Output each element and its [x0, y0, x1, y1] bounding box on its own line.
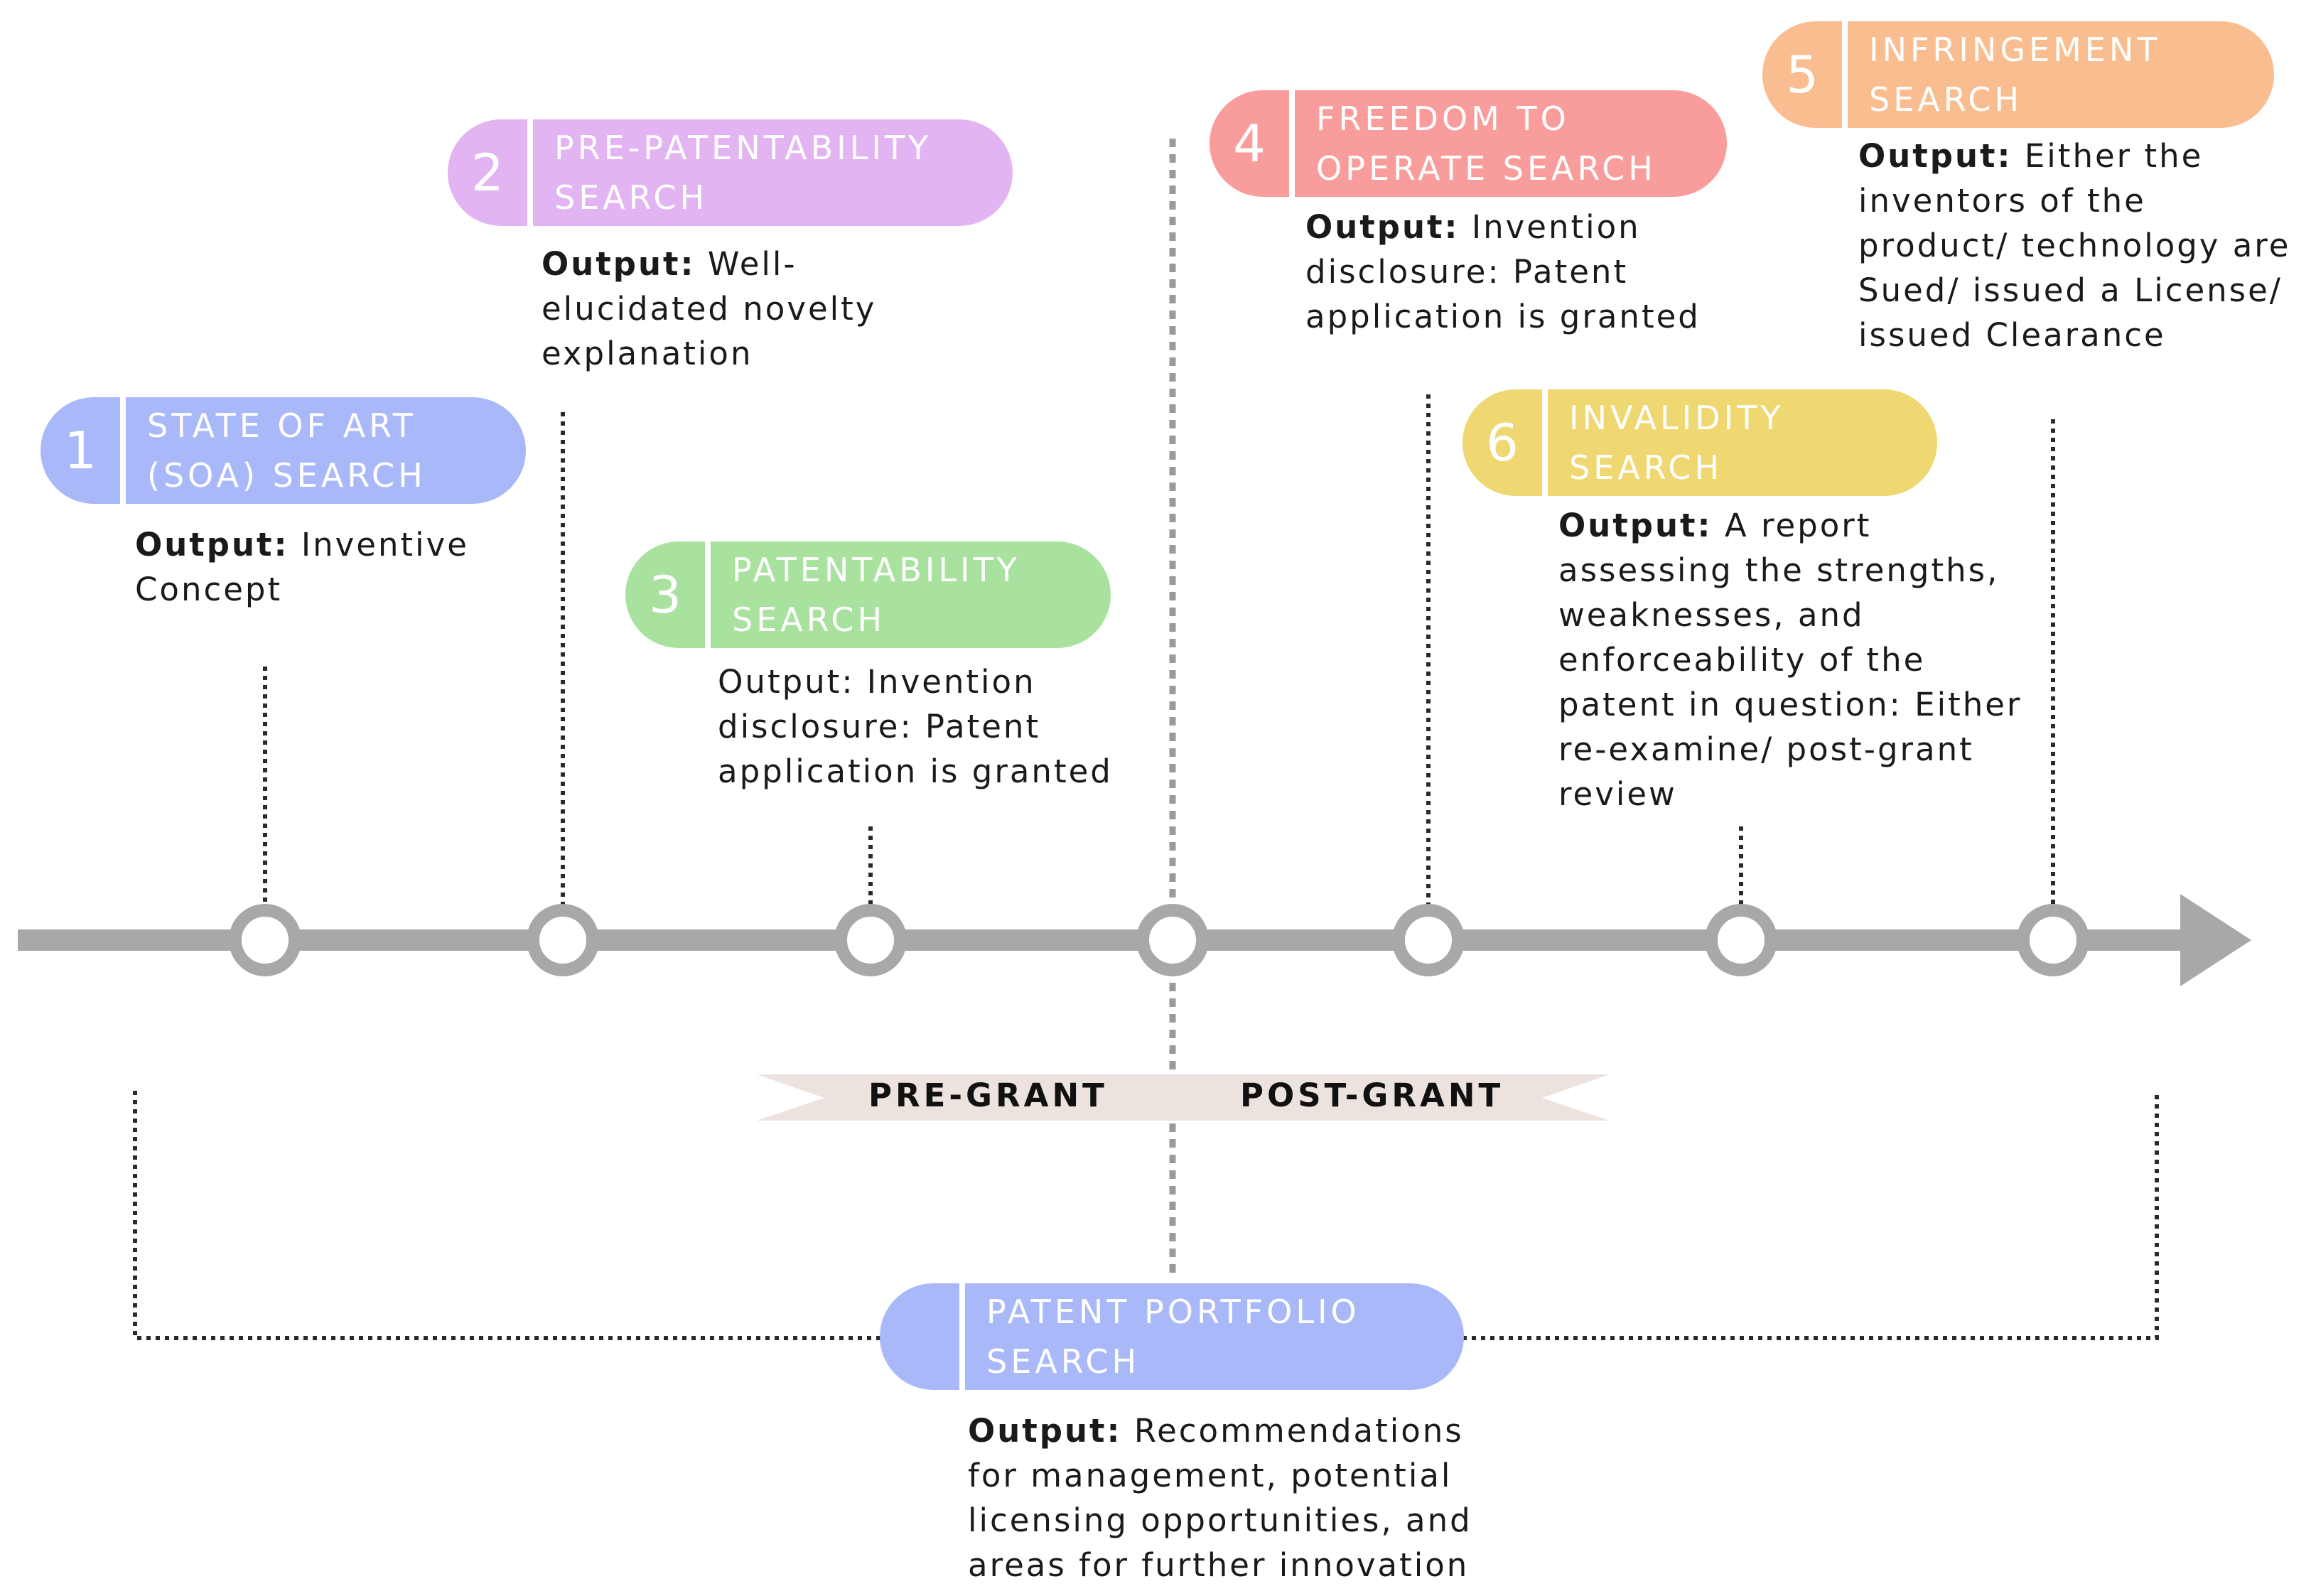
stage-5-number: 5 — [1762, 21, 1848, 128]
stage-4-pill: 4 FREEDOM TO OPERATE SEARCH — [1210, 90, 1727, 197]
stage-6-output: Output: A report assessing the strengths… — [1558, 503, 2070, 816]
output-label: Output: — [1305, 208, 1460, 246]
stage-6-pill: 6 INVALIDITY SEARCH — [1462, 389, 1937, 496]
output-text: Inventive Concept — [135, 526, 469, 608]
pre-grant-label: PRE-GRANT — [868, 1077, 1108, 1114]
stage-6-title: INVALIDITY SEARCH — [1569, 399, 1784, 487]
milestone-3 — [834, 904, 907, 976]
output-text: Recommendations for management, potentia… — [968, 1412, 1472, 1584]
output-text: Output: Invention disclosure: Patent app… — [718, 663, 1113, 790]
stage-2-output: Output: Well- elucidated novelty explana… — [542, 242, 968, 376]
stage-5-output: Output: Either the inventors of the prod… — [1858, 134, 2306, 357]
stage-4-number: 4 — [1210, 90, 1295, 197]
post-grant-ribbon — [1173, 1074, 1610, 1121]
stage-2-pill: 2 PRE-PATENTABILITY SEARCH — [448, 119, 1013, 226]
portfolio-output: Output: Recommendations for management, … — [968, 1408, 1579, 1587]
stage-1-pill: 1 STATE OF ART (SOA) SEARCH — [41, 397, 526, 504]
portfolio-title: PATENT PORTFOLIO SEARCH — [986, 1293, 1360, 1381]
stage-2-title: PRE-PATENTABILITY SEARCH — [554, 129, 932, 217]
stage-2-number: 2 — [448, 119, 533, 226]
milestone-5 — [2017, 904, 2089, 976]
portfolio-bracket-left — [133, 1091, 881, 1340]
stage-3-output: Output: Invention disclosure: Patent app… — [718, 659, 1173, 794]
output-text: A report assessing the strengths, weakne… — [1558, 507, 2022, 813]
milestone-4 — [1392, 904, 1465, 976]
post-grant-label: POST-GRANT — [1240, 1077, 1504, 1114]
stage-6-number: 6 — [1462, 389, 1548, 496]
portfolio-bracket-right — [1462, 1091, 2159, 1340]
milestone-2 — [527, 904, 599, 976]
output-label: Output: — [542, 245, 696, 283]
stage-1-number: 1 — [41, 397, 126, 504]
output-text: Either the inventors of the product/ tec… — [1858, 137, 2291, 354]
output-label: Output: — [1558, 507, 1713, 544]
stage-4-output: Output: Invention disclosure: Patent app… — [1305, 205, 1746, 339]
stage-4-title: FREEDOM TO OPERATE SEARCH — [1316, 99, 1657, 188]
timeline-arrowhead — [2180, 894, 2251, 986]
milestone-6 — [1705, 904, 1777, 976]
milestone-grant — [1136, 904, 1209, 976]
pre-grant-ribbon — [757, 1074, 1173, 1121]
stage-3-title: PATENTABILITY SEARCH — [732, 551, 1020, 639]
stage-5-title: INFRINGEMENT SEARCH — [1869, 31, 2161, 119]
output-label: Output: — [1858, 137, 2013, 175]
output-text: Invention disclosure: Patent application… — [1305, 208, 1701, 335]
output-label: Output: — [135, 526, 289, 564]
stage-3-number: 3 — [625, 541, 711, 648]
stage-1-output: Output: Inventive Concept — [135, 522, 533, 612]
portfolio-number-slot — [880, 1283, 965, 1390]
stage-5-pill: 5 INFRINGEMENT SEARCH — [1762, 21, 2274, 128]
milestone-1 — [229, 904, 301, 976]
output-text: Well- elucidated novelty explanation — [542, 245, 877, 372]
stage-3-pill: 3 PATENTABILITY SEARCH — [625, 541, 1111, 648]
stage-1-title: STATE OF ART (SOA) SEARCH — [147, 406, 426, 495]
portfolio-pill: PATENT PORTFOLIO SEARCH — [880, 1283, 1464, 1390]
output-label: Output: — [968, 1412, 1122, 1450]
